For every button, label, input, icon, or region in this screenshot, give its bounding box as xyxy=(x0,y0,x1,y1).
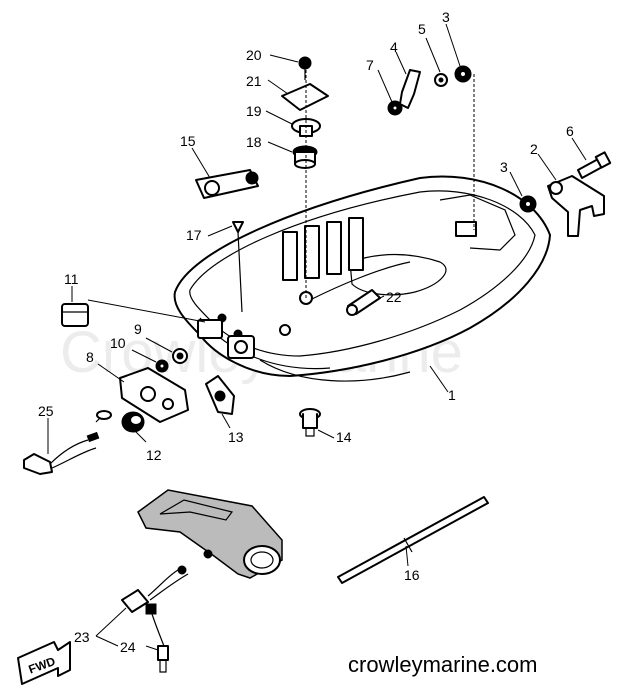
bracket-part-4 xyxy=(399,69,421,109)
callout-labels: 20 21 19 18 15 17 7 4 5 3 3 2 6 22 11 9 … xyxy=(38,9,574,655)
callout-17: 17 xyxy=(186,227,202,243)
pin-part-17 xyxy=(232,221,244,313)
callout-16: 16 xyxy=(404,567,420,583)
callout-22: 22 xyxy=(386,289,402,305)
plate-part-8 xyxy=(119,367,189,423)
callout-10: 10 xyxy=(110,335,126,351)
callout-21: 21 xyxy=(246,73,262,89)
drain-plug-part-14 xyxy=(299,408,321,437)
callout-13: 13 xyxy=(228,429,244,445)
callout-25: 25 xyxy=(38,403,54,419)
nut-part-5 xyxy=(434,73,448,87)
bracket-part-15 xyxy=(195,169,259,199)
callout-4: 4 xyxy=(390,39,398,55)
callout-2: 2 xyxy=(530,141,538,157)
bottom-cowling xyxy=(173,175,551,382)
plug-part-12 xyxy=(121,411,145,433)
callout-15: 15 xyxy=(180,133,196,149)
plug-part-24 xyxy=(145,603,169,673)
callout-12: 12 xyxy=(146,447,162,463)
nut-part-3-side xyxy=(519,195,537,213)
callout-9: 9 xyxy=(134,321,142,337)
nut-part-7 xyxy=(387,100,403,116)
fwd-arrow-icon: FWD xyxy=(17,641,71,685)
callout-3-top: 3 xyxy=(442,9,450,25)
callout-20: 20 xyxy=(246,47,262,63)
callout-8: 8 xyxy=(86,349,94,365)
callout-14: 14 xyxy=(336,429,352,445)
site-url: crowleymarine.com xyxy=(348,652,538,677)
grommet-part-9 xyxy=(172,348,188,364)
callout-19: 19 xyxy=(246,103,262,119)
seal-part-13 xyxy=(205,375,235,415)
callout-5: 5 xyxy=(418,21,426,37)
callout-23: 23 xyxy=(74,629,90,645)
bolt-part-6 xyxy=(577,151,612,179)
callout-18: 18 xyxy=(246,134,262,150)
cap-part-11 xyxy=(61,303,89,327)
callout-6: 6 xyxy=(566,123,574,139)
nut-part-10 xyxy=(155,359,169,373)
wire-part-25 xyxy=(23,410,112,475)
rod-part-16 xyxy=(337,496,489,584)
callout-3-side: 3 xyxy=(500,159,508,175)
tiller-housing xyxy=(137,489,283,579)
leader-lines xyxy=(47,23,587,651)
callout-1: 1 xyxy=(448,387,456,403)
bracket-part-2 xyxy=(547,175,605,237)
wiring-part-23 xyxy=(121,565,189,613)
callout-7: 7 xyxy=(366,57,374,73)
callout-11: 11 xyxy=(64,271,79,287)
screw-part-20 xyxy=(298,56,312,80)
plate-part-21 xyxy=(281,83,329,111)
grommet-part-18 xyxy=(292,145,318,169)
nut-part-3-top xyxy=(454,65,472,83)
callout-24: 24 xyxy=(120,639,136,655)
